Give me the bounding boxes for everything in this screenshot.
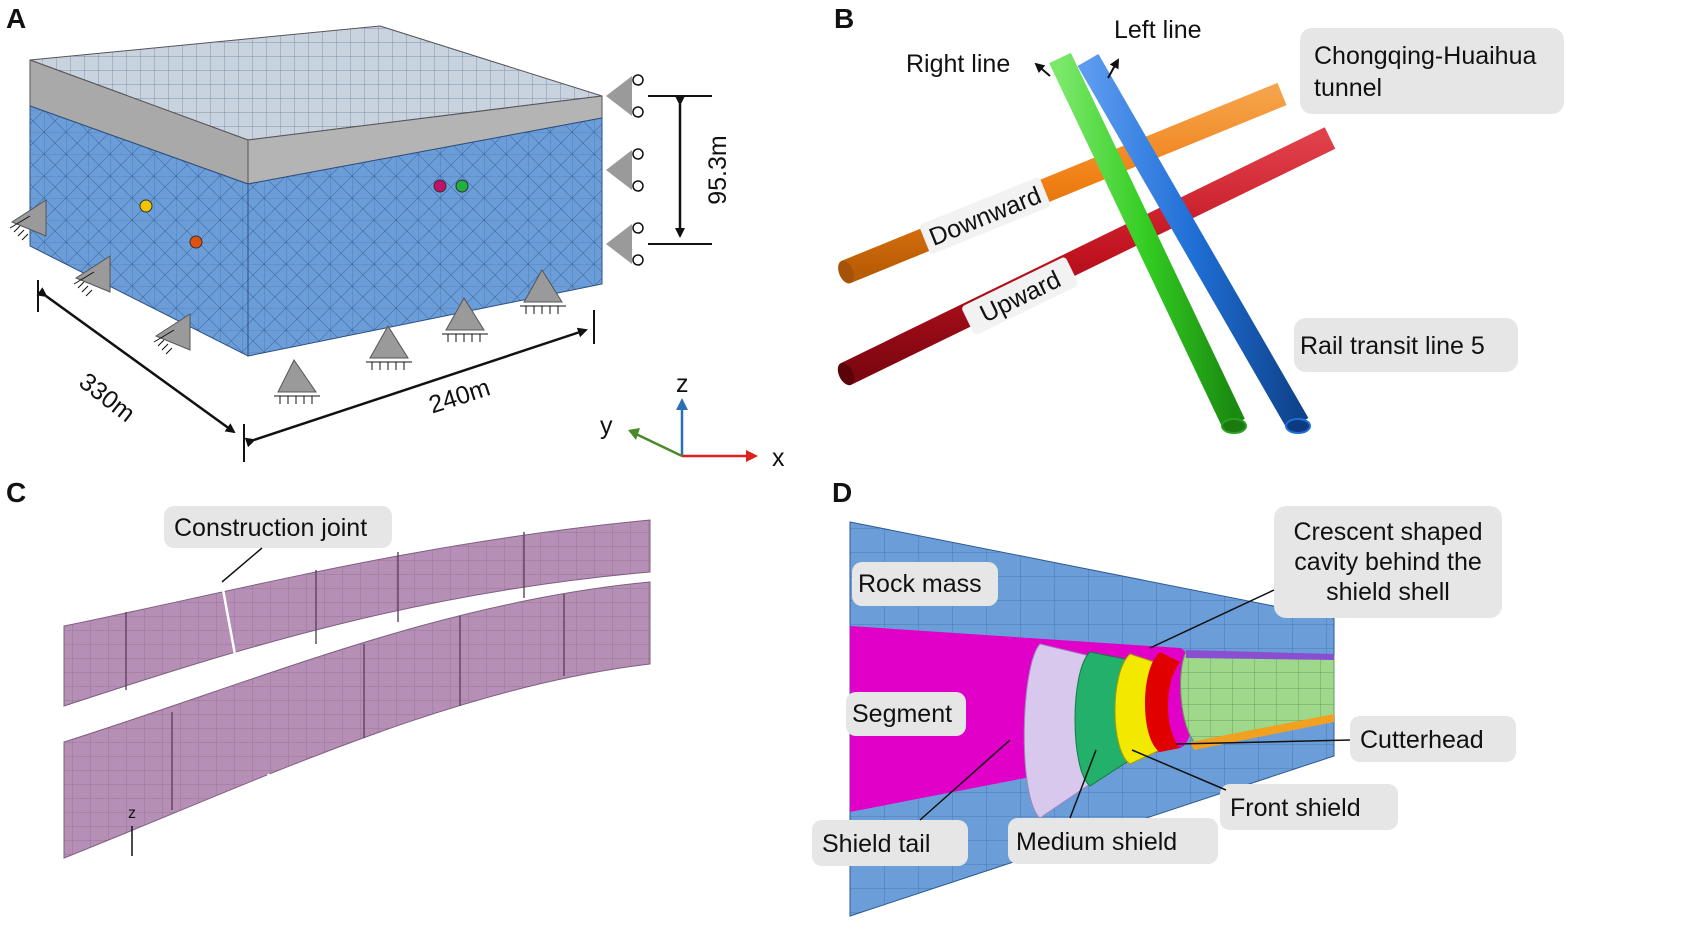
front-shield-label: Front shield: [1230, 794, 1361, 822]
segment-callout: [846, 692, 966, 736]
tube-left-line: [1077, 54, 1309, 430]
axis-y-label: y: [600, 412, 613, 440]
rock-mass-label: Rock mass: [858, 570, 982, 598]
panel-d-shield-machine: D Rock mass Crescent shaped cavity behin…: [812, 477, 1516, 917]
joint-label: Construction joint: [174, 514, 367, 542]
crescent-cavity: [1186, 650, 1334, 660]
medium-shield-label: Medium shield: [1016, 828, 1177, 856]
model-soil-side-right: [247, 117, 603, 357]
segment-label: Segment: [852, 700, 952, 728]
upward-label: Upward: [976, 265, 1066, 328]
left-line-label: Left line: [1114, 16, 1202, 44]
panel-b-letter: B: [834, 3, 854, 34]
medium-shield-callout: [1008, 818, 1218, 864]
panel-c-letter: C: [6, 477, 26, 508]
svg-text:z: z: [128, 805, 136, 822]
tunnel-opening-orange: [189, 235, 203, 249]
dimension-height: [648, 95, 712, 245]
tunnel-opening-magenta: [433, 179, 447, 193]
tube-upper: [63, 519, 651, 707]
dimension-width: [243, 310, 595, 462]
shield-tail-label: Shield tail: [822, 830, 930, 858]
cutterhead: [1145, 652, 1180, 752]
cavity-callout: [1274, 506, 1502, 618]
panel-c-tunnel-segments: C Construction joint z: [6, 477, 651, 859]
panel-a-model-mesh: A: [6, 3, 785, 472]
coordinate-axes: [628, 398, 758, 462]
roller-supports-right: [606, 74, 644, 266]
tunnel-name-line2: tunnel: [1314, 74, 1382, 102]
panel-a-letter: A: [6, 3, 26, 34]
panel-b-tunnel-layout: B Right line Left line Downward Upward C…: [834, 3, 1564, 434]
front-shield-callout: [1220, 784, 1398, 830]
tunnel-opening-yellow: [139, 199, 153, 213]
cavity-line2: cavity behind the: [1294, 548, 1482, 576]
shield-tail-callout: [812, 820, 968, 866]
cavity-line3: shield shell: [1326, 578, 1450, 606]
tunnel-name-callout: [1300, 28, 1564, 114]
joint-callout: [164, 506, 392, 548]
length-label: 330m: [74, 367, 141, 428]
rail-line-callout: [1294, 318, 1518, 372]
right-line-label: Right line: [906, 50, 1010, 78]
axis-x-label: x: [772, 444, 785, 472]
construction-joint: [220, 583, 238, 661]
cavity-line1: Crescent shaped: [1293, 518, 1482, 546]
dimension-length: [36, 280, 236, 434]
tiny-z-axis: z: [128, 805, 136, 856]
rock-mass-callout: [852, 562, 998, 606]
tunnel-name-line1: Chongqing-Huaihua: [1314, 42, 1536, 70]
cutterhead-label: Cutterhead: [1360, 726, 1484, 754]
panel-d-letter: D: [832, 477, 852, 508]
tube-right-line: [1049, 52, 1245, 430]
axis-z-label: z: [676, 370, 689, 398]
rail-line-label: Rail transit line 5: [1300, 332, 1485, 360]
tunnel-opening-green: [455, 179, 469, 193]
height-label: 95.3m: [704, 135, 732, 204]
tube-downward: [841, 82, 1287, 284]
tube-lower: [63, 581, 651, 859]
tube-upward: [840, 127, 1336, 385]
cutterhead-callout: [1350, 716, 1516, 762]
